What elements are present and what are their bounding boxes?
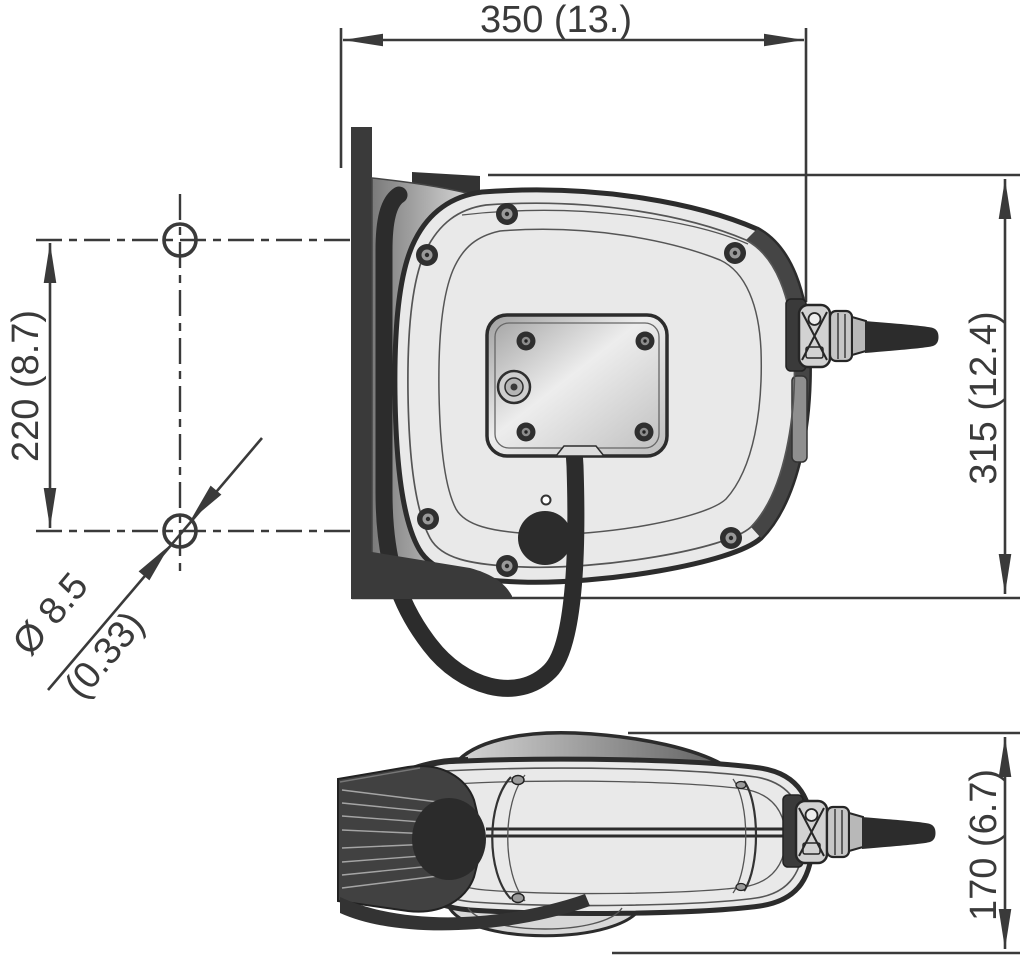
cable-outlet-notch [554, 445, 606, 457]
mounting-hole-pattern [36, 194, 352, 576]
screw [496, 555, 518, 577]
spool-edge-arcs [491, 774, 758, 904]
overall-width-label: 350 (13.) [480, 0, 632, 41]
cable-gland-top-view [781, 793, 937, 869]
screw [496, 203, 518, 225]
dimension-overall-height: 315 (12.4) [352, 173, 1020, 600]
overall-depth-label: 170 (6.7) [963, 769, 1005, 921]
screw [417, 508, 439, 530]
panel-screw [516, 331, 536, 351]
top-view [337, 730, 937, 938]
screw [416, 244, 438, 266]
center-panel [485, 313, 669, 458]
wall-bracket-plate [351, 127, 372, 595]
case-seam-outer [407, 202, 796, 569]
dimension-hole-spacing: 220 (8.7) [5, 243, 57, 528]
side-view [351, 127, 940, 697]
case-split-seam [486, 827, 800, 838]
leader-arrowhead [138, 545, 170, 581]
screw [720, 527, 742, 549]
dimension-hole-diameter: Ø 8.5 (0.33) [5, 437, 263, 707]
cable-stop-ball [518, 511, 572, 565]
hub-axle [496, 369, 532, 405]
overall-height-label: 315 (12.4) [963, 311, 1005, 484]
dimension-overall-depth: 170 (6.7) [612, 731, 1020, 955]
screw [724, 242, 746, 264]
dimension-overall-width: 350 (13.) [339, 0, 808, 302]
case-face-ring [438, 228, 763, 536]
leader-arrowhead [190, 485, 222, 521]
bracket-foot [351, 552, 512, 599]
indicator-dot [540, 494, 552, 506]
panel-screw [516, 422, 536, 442]
bracket-foot-top-view [340, 894, 590, 931]
panel-screw [634, 422, 654, 442]
bracket-edge-highlight [339, 767, 421, 783]
panel-screw [635, 331, 655, 351]
cable-gland [784, 297, 940, 373]
cable-back-run [375, 186, 408, 479]
cable-stop-ball-top-view [412, 798, 486, 880]
hole-spacing-label: 220 (8.7) [5, 310, 47, 462]
